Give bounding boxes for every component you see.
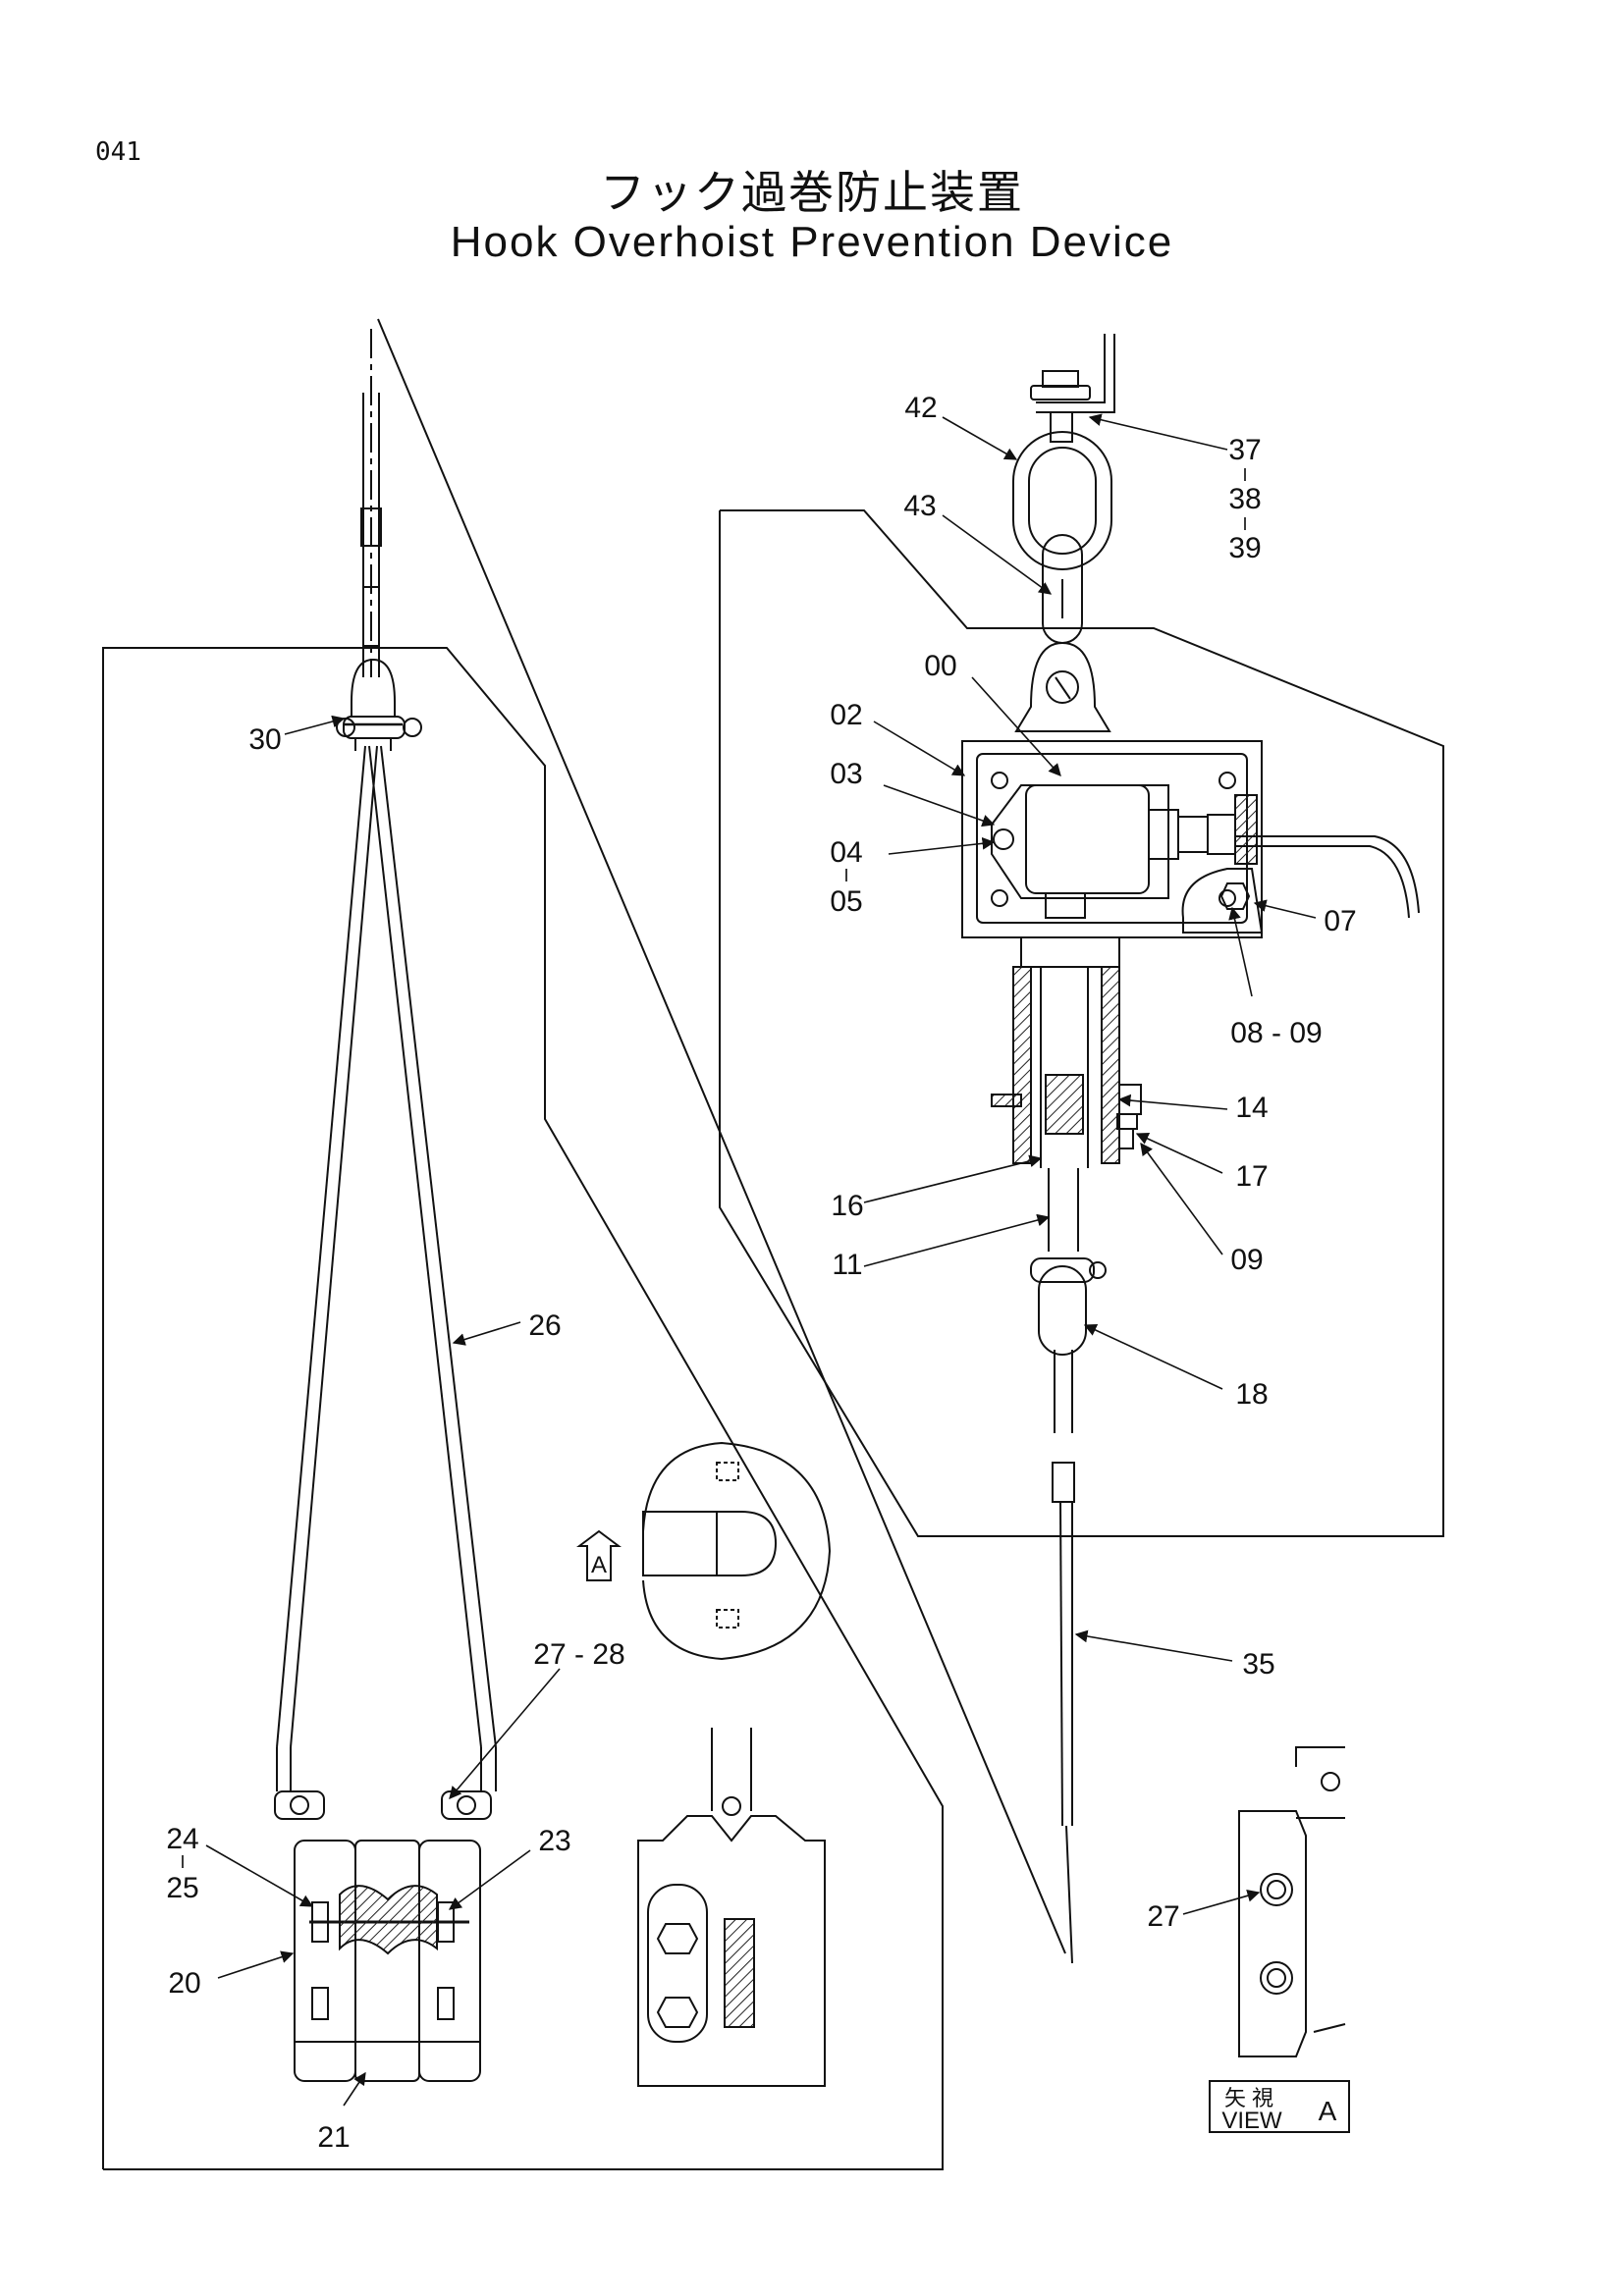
callout-03: 03 [830,758,862,790]
callout-07: 07 [1324,905,1356,937]
callout-30: 30 [248,723,281,756]
callout-38: 38 [1228,483,1261,515]
callout-separator: I [1242,514,1247,534]
wire-rope-35 [1059,1501,1073,1964]
callout-39: 39 [1228,532,1261,564]
callout-05: 05 [830,885,862,918]
left-detail-frame [102,647,944,2170]
page-number: 041 [95,137,141,167]
title-english: Hook Overhoist Prevention Device [450,218,1174,266]
callout-separator: I [843,866,848,885]
view-marker-letter: A [591,1552,607,1578]
callout-25: 25 [166,1872,198,1904]
clevis [1014,641,1111,732]
callout-02: 02 [830,699,862,731]
oval-link-42 [1012,431,1112,570]
callout-26: 26 [528,1309,561,1342]
view-a-side [1238,1746,1346,2057]
callout-04: 04 [830,836,862,869]
title-japanese: フック過巻防止装置 [600,166,1024,219]
view-label-en: VIEW [1221,2108,1282,2134]
callout-23: 23 [538,1825,570,1857]
callout-18: 18 [1235,1378,1268,1411]
callout-separator: I [180,1852,185,1872]
tube-assembly [991,936,1142,1252]
callout-17: 17 [1235,1160,1268,1193]
callout-37: 37 [1228,434,1261,466]
callout-16: 16 [831,1190,863,1222]
weight-bottom-view [637,1728,826,2087]
callout-43: 43 [903,490,936,522]
right-detail-frame [719,509,1444,1537]
callout-00: 00 [924,650,956,682]
view-label-letter: A [1319,2096,1337,2126]
switch-housing [961,740,1420,938]
callout-24: 24 [166,1823,198,1855]
wire-rope-upper [360,329,382,677]
callout-08-09: 08 - 09 [1230,1017,1322,1049]
weight-block [274,1790,492,2082]
lower-shackle [1030,1257,1107,1503]
callout-27-28: 27 - 28 [533,1638,624,1671]
sling-26 [276,745,497,1791]
callout-11: 11 [832,1249,862,1281]
view-a-section [576,1441,832,1661]
diagonal-divider [377,318,1066,1954]
callout-27: 27 [1147,1900,1179,1933]
callout-21: 21 [317,2121,350,2154]
view-a-label-box [1209,2080,1350,2133]
top-bracket [1030,334,1115,443]
callout-14: 14 [1235,1092,1268,1124]
view-label-jp: 矢 視 [1224,2086,1273,2110]
callout-09: 09 [1230,1244,1263,1276]
callout-35: 35 [1242,1648,1274,1681]
callout-20: 20 [168,1967,200,2000]
callout-42: 42 [904,392,937,424]
callout-separator: I [1242,465,1247,485]
